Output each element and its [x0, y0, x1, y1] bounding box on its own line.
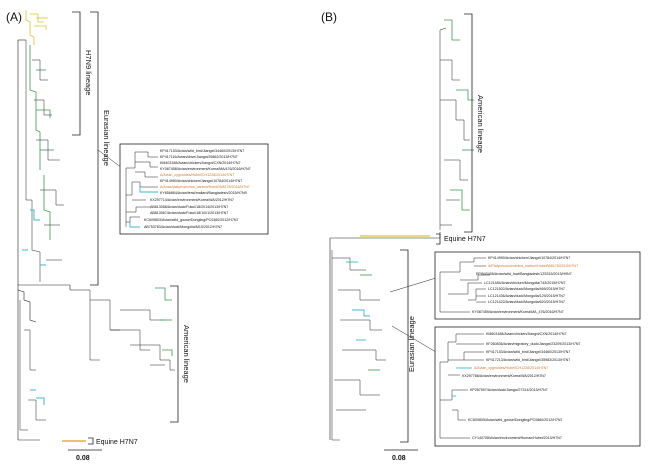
american-green-a	[155, 287, 173, 356]
inset-b2-taxon: KX297788/Avian/environment/Korea/WA/2012…	[462, 374, 546, 378]
american-lineage-label-a: American lineage	[182, 325, 191, 383]
panel-b: (B) American lineage Equine H7N7	[321, 10, 641, 462]
inset-b2-taxon: KP417213/Avian/wild_bird/Jiangxi/35983/2…	[486, 358, 570, 362]
inset-a-taxon: KP414990/Avian/chicken/Jiangxi/10784/201…	[160, 179, 242, 183]
inset-a-taxon-highlight: A/Avian_cygnoides/Hubei/CH1228/2014/H7N7	[160, 173, 234, 177]
american-subtree-a	[70, 289, 175, 371]
inset-a-taxon-highlight: A/Anas/platyrhynchos_carbon/Hubei/W8178/…	[160, 185, 250, 189]
american-subtree-b	[439, 27, 470, 230]
eurasian-subtree-b	[331, 250, 386, 441]
scale-label-a: 0.08	[76, 455, 90, 462]
inset-labels-a: KP417153/Avian/wild_bird/Jiangxi/34460/2…	[144, 149, 251, 229]
inset-box-b2	[434, 326, 641, 447]
inset-a-taxon: AB813068/Avian/duck/Fukui/18/2014/2013/H…	[150, 205, 228, 209]
inset-tree-b2-cyan	[452, 367, 472, 397]
inset-a-taxon: KY656884/Avian/feral/mallard/Bangladesh/…	[160, 191, 247, 195]
american-bracket-b	[464, 13, 473, 233]
inset-a-taxon: AB813067/Avian/duck/Fukui/18/1/0/1/2013/…	[150, 211, 228, 215]
scale-label-b: 0.08	[392, 455, 406, 462]
inset-labels-b1: KP414990/Avian/chicken/Jiangxi/10784/201…	[472, 256, 578, 314]
panel-b-label: (B)	[321, 10, 337, 24]
inset-b1-taxon: LC121422/Avian/duck/Mongolia/620/2015/H7…	[488, 300, 565, 304]
inset-b2-taxon: KF260836/Avian/migratory_duck/Jiangxi/23…	[486, 342, 580, 346]
inset-b1-taxon: KP414990/Avian/chicken/Jiangxi/10784/201…	[488, 256, 570, 260]
inset-b2-taxon: KP287597/Avian/duck/Jiangxi/27314/2013/H…	[470, 388, 548, 392]
equine-label-a: Equine H7N7	[96, 439, 138, 446]
inset-b2-taxon: CY140708/Avian/environment/Human/Hubei/2…	[472, 436, 562, 440]
brackets-a	[72, 11, 179, 445]
inset-a-taxon: KC609803/Avian/wild_goose/Dongting/PC036…	[144, 218, 238, 222]
tree-a	[17, 39, 71, 441]
inset-b1-taxon: LC121436/Avian/duck/Mongolia/129/2015/H7…	[488, 294, 565, 298]
lower-branches-a	[19, 300, 46, 431]
inset-box-b1	[434, 251, 641, 320]
panel-a: (A)	[6, 10, 269, 462]
panel-a-label: (A)	[6, 10, 22, 24]
inset-a-taxon: KM403188/Avian/chicken/Jiangxi/CXN/2014/…	[160, 161, 240, 165]
inset-b2-taxon: KC609805/Avian/wild_goose/Dongting/PC086…	[468, 418, 562, 422]
eurasian-lineage-label-a: Eurasian lineage	[102, 110, 111, 166]
inset-tree-b2	[439, 333, 484, 439]
connector-b2	[391, 325, 437, 353]
connector-b1	[389, 277, 437, 293]
inset-box-a	[119, 143, 269, 235]
inset-b2-taxon: KP417153/Avian/wild_bird/Jiangxi/34460/2…	[486, 350, 570, 354]
inset-b2-taxon: KM603188/Avian/chicken/Jiangxi/CXN/2014/…	[486, 332, 566, 336]
h7n9-lineage-label-a: H7N9 lineage	[84, 50, 93, 95]
eurasian-branches-a	[25, 40, 64, 282]
eurasian-cluster-a	[29, 45, 54, 240]
inset-b1-taxon-highlight: A/Platycercus/eximius_carbon/Hubei/W8178…	[488, 264, 578, 268]
eurasian-cyan-b	[346, 261, 370, 341]
h7n9-cluster-a	[25, 10, 48, 45]
inset-tree-a-cyan	[129, 187, 158, 228]
equine-bracket-b	[436, 233, 441, 245]
inset-b1-taxon: LC121484/Avian/chicken/Mongolia/743/2015…	[484, 281, 565, 285]
inset-a-taxon: KP417116/Avian/dove/Jiangxi/25862/2013/H…	[160, 155, 238, 159]
connector-a	[97, 149, 123, 169]
inset-tree-a	[125, 151, 158, 227]
inset-a-taxon: KP417153/Avian/wild_bird/Jiangxi/34460/2…	[160, 149, 244, 153]
cyan-tips-a	[22, 209, 46, 405]
inset-tree-b1	[439, 257, 490, 313]
eurasian-bracket-b	[400, 249, 409, 443]
american-lineage-label-b: American lineage	[476, 95, 485, 153]
american-green-b	[444, 19, 474, 211]
inset-b1-taxon: KY087459/Avian/environment/Korea/MA_476/…	[472, 310, 564, 314]
eurasian-green-b	[360, 274, 380, 371]
inset-labels-b2: KM603188/Avian/chicken/Jiangxi/CXN/2014/…	[462, 332, 580, 440]
inset-b2-taxon-highlight: A/Avian_cygnoides/Hubei/CH1228/2014/H7N7	[474, 366, 548, 370]
root-b	[329, 232, 441, 440]
equine-label-b: Equine H7N7	[444, 236, 486, 243]
inset-b1-taxon: LC121502/Avian/duck/Mongolia/469/2015/H7…	[488, 287, 565, 291]
inset-a-taxon: KY087458/Avian/environment/Korea/MA/476/…	[160, 167, 251, 171]
eurasian-lineage-label-b: Eurasian lineage	[407, 316, 416, 372]
inset-a-taxon: AB753783/Avian/duck/Mongolia/M10/2012/H7…	[144, 225, 222, 229]
inset-b1-taxon: EPI543406/Avian/wild_fowl/Bangladesh/1Z5…	[476, 272, 572, 276]
inset-a-taxon: KX297714/Avian/environment/Korea/WA/2012…	[150, 198, 234, 202]
